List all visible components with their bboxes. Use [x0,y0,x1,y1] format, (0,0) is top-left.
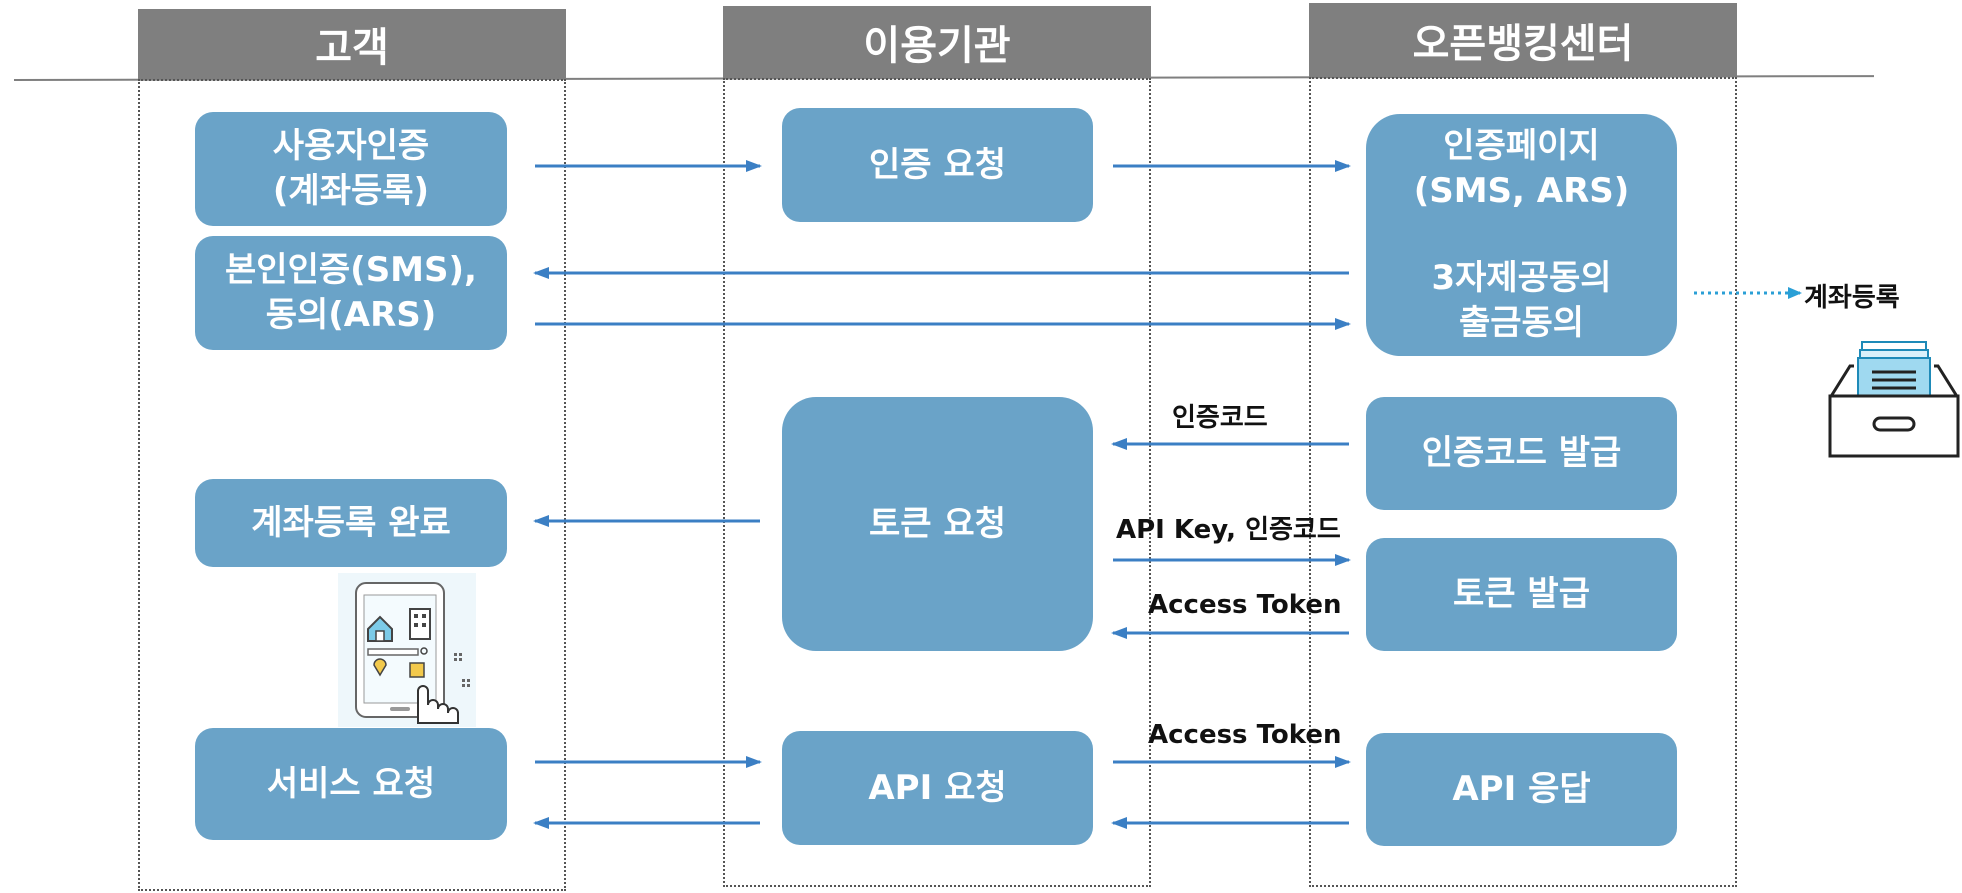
node-token-request: 토큰 요청 [782,397,1093,651]
auth-page-bottom-text: 3자제공동의 출금동의 [1431,258,1612,344]
node-api-response: API 응답 [1366,733,1677,846]
auth-page-top-text: 인증페이지 (SMS, ARS) [1413,126,1630,211]
node-auth-page: 인증페이지 (SMS, ARS) 3자제공동의 출금동의 [1366,114,1677,356]
node-token-issue: 토큰 발급 [1366,538,1677,651]
label-access-token-issue: Access Token [1148,590,1342,620]
tablet-app-icon [338,573,476,727]
label-account-registration: 계좌등록 [1804,283,1900,313]
label-access-token-api: Access Token [1148,720,1342,750]
archive-box-icon [1826,338,1962,460]
lane-institution [723,78,1151,887]
lane-header-customer: 고객 [138,9,566,79]
node-identity-consent: 본인인증(SMS), 동의(ARS) [195,236,507,350]
lane-customer [138,79,566,891]
node-account-registration-complete: 계좌등록 완료 [195,479,507,567]
lane-title: 오픈뱅킹센터 [1412,21,1634,67]
node-user-auth: 사용자인증 (계좌등록) [195,112,507,226]
lane-title: 이용기관 [863,23,1011,69]
node-service-request: 서비스 요청 [195,728,507,840]
node-auth-code-issue: 인증코드 발급 [1366,397,1677,510]
label-api-key-auth-code: API Key, 인증코드 [1116,515,1341,545]
node-auth-request: 인증 요청 [782,108,1093,222]
lane-title: 고객 [315,25,389,71]
lane-header-institution: 이용기관 [723,6,1151,78]
lane-center [1309,77,1737,887]
lane-header-center: 오픈뱅킹센터 [1309,3,1737,77]
node-api-request: API 요청 [782,731,1093,845]
label-auth-code: 인증코드 [1172,403,1268,433]
